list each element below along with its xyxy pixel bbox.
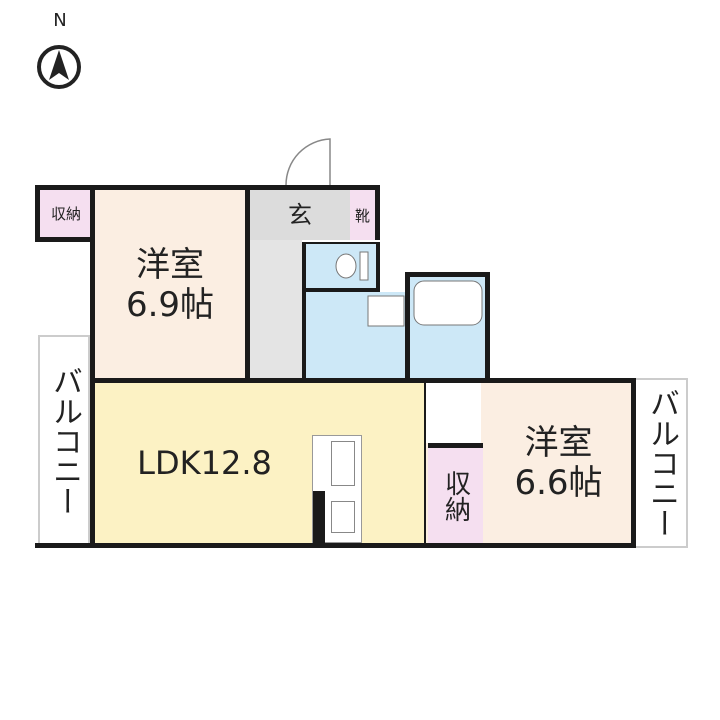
entrance: 玄 <box>250 185 350 240</box>
bathroom <box>405 272 490 380</box>
kitchen-counter <box>312 435 362 543</box>
western-room-1: 洋室 6.9帖 <box>90 185 250 380</box>
western-room-1-name: 洋室 <box>135 245 204 285</box>
exterior-wall-bottom <box>35 543 635 548</box>
sink-icon <box>367 295 405 327</box>
western-room-2-size: 6.6帖 <box>514 463 603 503</box>
entrance-door-swing <box>285 138 331 186</box>
toilet <box>302 242 380 292</box>
bathtub-icon <box>413 280 483 326</box>
balcony-right: バルコニー <box>634 378 688 548</box>
storage-room-1: 収納 <box>35 185 92 242</box>
western-room-1-size: 6.9帖 <box>125 285 215 325</box>
storage-2-label: 収納 <box>440 469 471 522</box>
entrance-label: 玄 <box>288 201 312 229</box>
shoe-cabinet-label: 靴 <box>354 206 370 225</box>
western-room-2-name: 洋室 <box>524 423 593 463</box>
balcony-left: バルコニー <box>38 335 90 547</box>
balcony-left-label: バルコニー <box>47 366 82 516</box>
balcony-right-label: バルコニー <box>644 388 679 538</box>
ldk-room: LDK12.8 <box>90 378 428 548</box>
compass-north-label: N <box>53 10 67 31</box>
toilet-icon <box>335 251 369 281</box>
storage-1-label: 収納 <box>50 205 81 223</box>
kitchen-sink-icon <box>331 441 355 486</box>
kitchen-pillar <box>313 491 325 543</box>
north-arrow-icon <box>37 45 81 89</box>
hallway <box>250 240 302 380</box>
stove-icon <box>331 501 355 533</box>
storage-room-2: 収納 <box>428 443 483 543</box>
ldk-label: LDK12.8 <box>137 444 272 482</box>
door-swing-area <box>426 383 481 443</box>
shoe-cabinet: 靴 <box>350 185 380 240</box>
washroom <box>302 292 408 380</box>
